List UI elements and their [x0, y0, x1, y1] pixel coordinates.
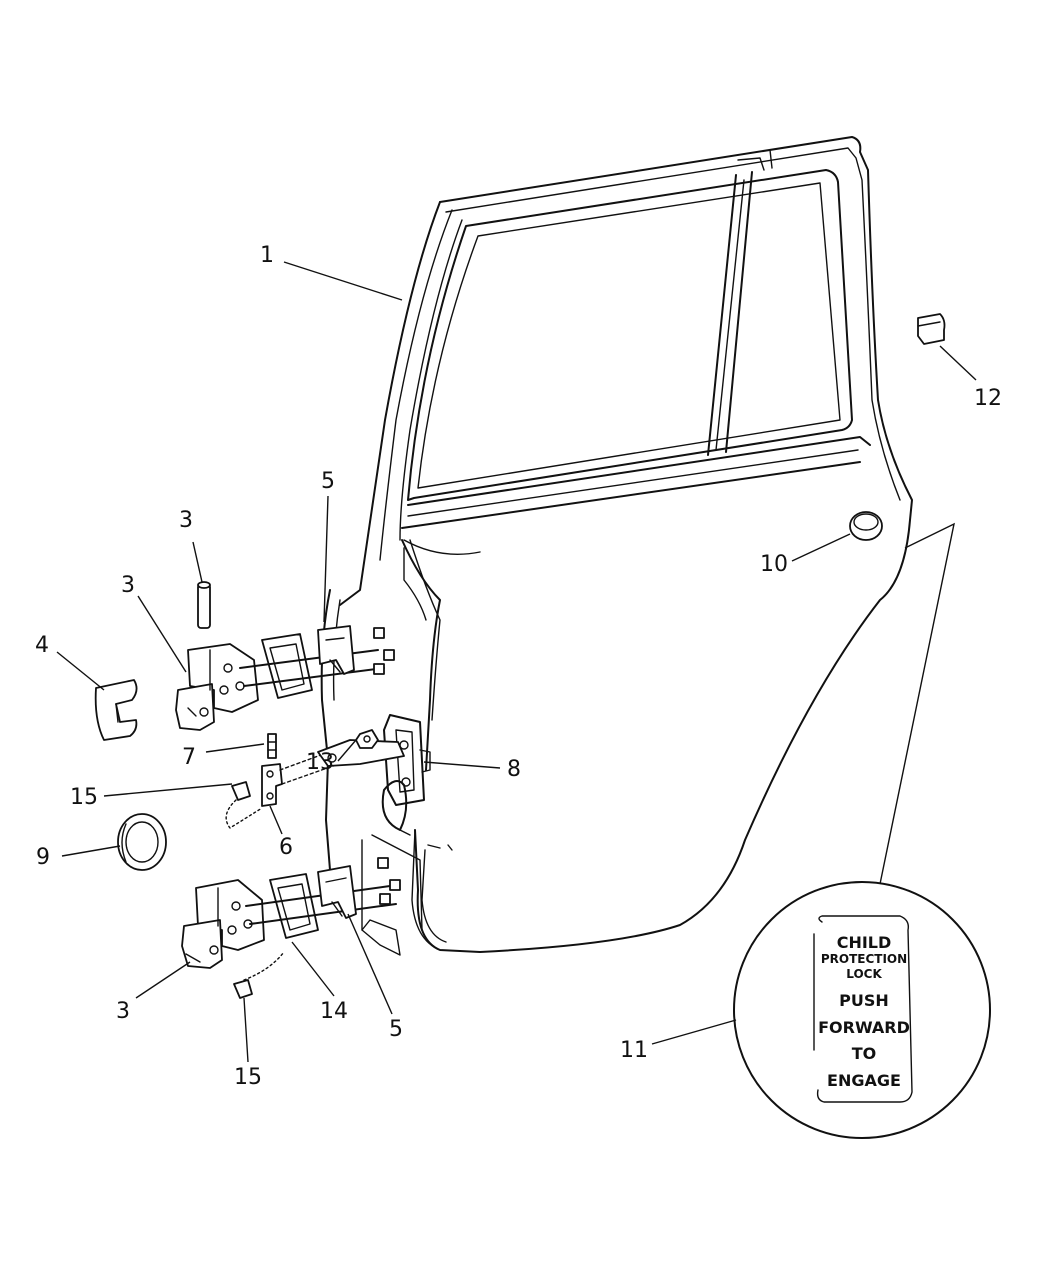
- hinge-reinforcement-upper: [317, 625, 355, 675]
- callout-15-top: 15: [70, 785, 98, 810]
- check-pin: [267, 733, 277, 759]
- decal-line-to: TO: [852, 1044, 877, 1063]
- callout-numbers: 1 3 3 4 5 7 15 6 13 8 9 10 12 3 14 5 15 …: [35, 243, 1002, 1090]
- check-bolt-upper: [225, 781, 263, 829]
- callout-6: 6: [279, 835, 293, 860]
- callout-1: 1: [260, 243, 274, 268]
- trim-clip: [917, 313, 946, 345]
- decal-line-lock: LOCK: [846, 967, 882, 981]
- callout-5-bottom: 5: [389, 1017, 403, 1042]
- lower-hinge-assembly: [181, 857, 401, 999]
- door-bumper: [849, 511, 883, 541]
- callout-13: 13: [306, 750, 334, 775]
- callout-12: 12: [974, 386, 1002, 411]
- callout-3-top: 3: [179, 508, 193, 533]
- hinge-spacer-upper: [261, 633, 313, 699]
- door-plug-grommet: [117, 813, 167, 871]
- callout-9: 9: [36, 845, 50, 870]
- rear-door-shell: [320, 136, 913, 956]
- decal-line-engage: ENGAGE: [827, 1071, 901, 1090]
- callout-14: 14: [320, 999, 348, 1024]
- callout-7: 7: [182, 745, 196, 770]
- callout-11: 11: [620, 1038, 648, 1063]
- leader-lines: [56, 261, 977, 1063]
- hinge-spacer-lower: [269, 873, 319, 939]
- callout-8: 8: [507, 757, 521, 782]
- hinge-bolt-lower: [233, 951, 285, 999]
- callout-3-bottom: 3: [116, 999, 130, 1024]
- callout-4: 4: [35, 633, 49, 658]
- callout-3-mid: 3: [121, 573, 135, 598]
- callout-10: 10: [760, 552, 788, 577]
- hinge-door-half-lower: [181, 879, 265, 969]
- upper-hinge-assembly: [175, 581, 395, 731]
- decal-line-push: PUSH: [839, 991, 889, 1010]
- hinge-door-half-upper: [175, 643, 259, 731]
- callout-5-top: 5: [321, 469, 335, 494]
- hinge-reinforcement-lower: [317, 865, 357, 919]
- check-strap-parts: [225, 729, 405, 829]
- decal-line-forward: FORWARD: [818, 1018, 910, 1037]
- decal-line-protection: PROTECTION: [821, 952, 907, 966]
- hinge-pin-upper: [197, 581, 211, 629]
- child-lock-decal: CHILD PROTECTION LOCK PUSH FORWARD TO EN…: [733, 522, 991, 1139]
- check-nut: [355, 729, 379, 749]
- decal-line-child: CHILD: [837, 933, 892, 952]
- callout-15-bottom: 15: [234, 1065, 262, 1090]
- hinge-cover-cap: [94, 679, 138, 741]
- check-link-bracket: [261, 763, 283, 807]
